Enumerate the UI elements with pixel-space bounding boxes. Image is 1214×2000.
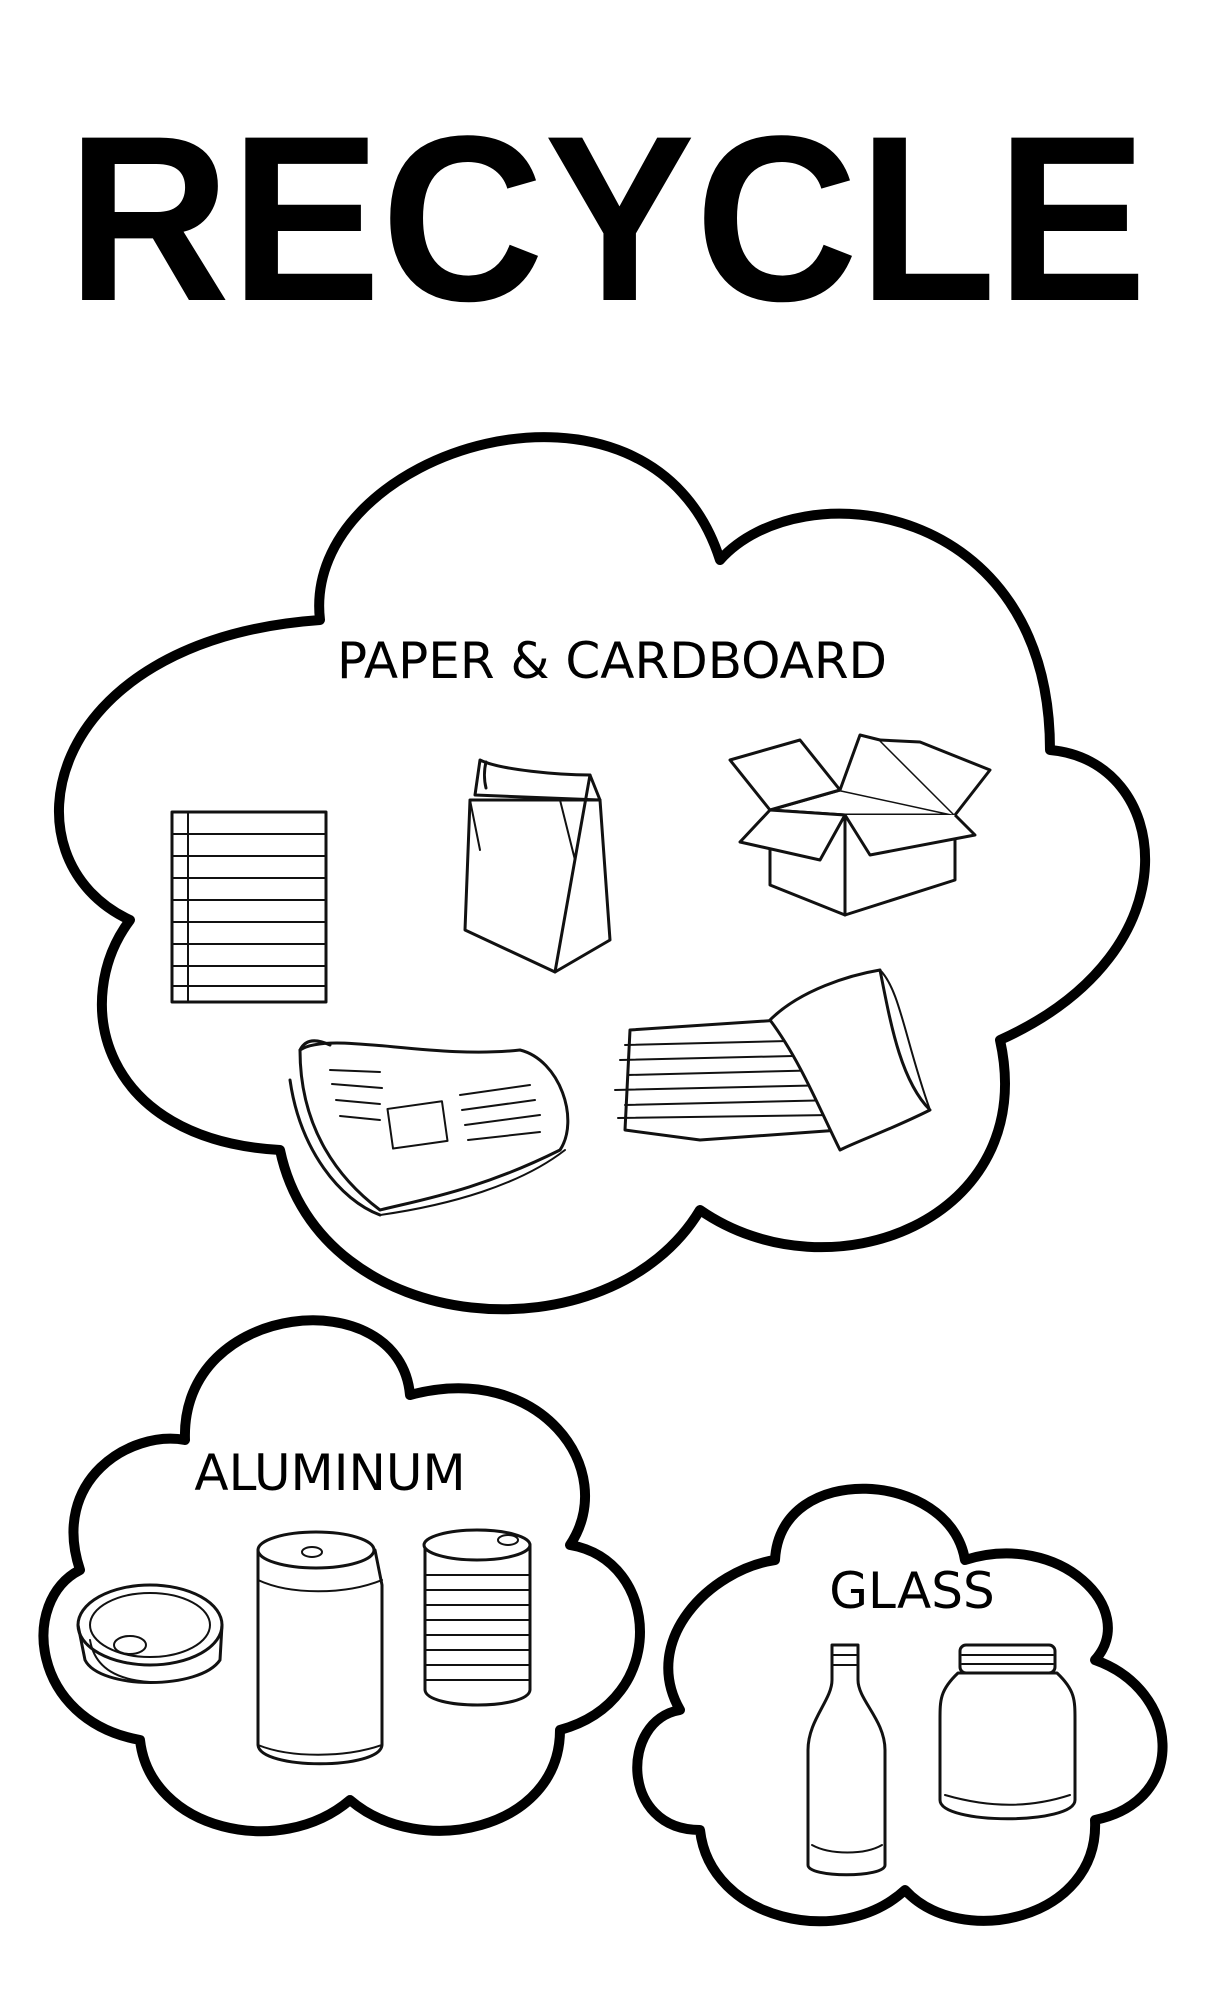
glass-cloud-outline (632, 1483, 1168, 1927)
tuna-can-icon (76, 1583, 224, 1684)
glass-bottle-icon (806, 1643, 887, 1877)
glass-jar-icon (938, 1643, 1077, 1821)
glass-category-label: GLASS (829, 1562, 994, 1620)
newspaper-icon (288, 1039, 570, 1217)
aluminum-category-label: ALUMINUM (194, 1444, 465, 1502)
soda-can-icon (256, 1530, 384, 1766)
glass-cloud: GLASS (632, 1483, 1168, 1927)
page-title: RECYCLE (67, 87, 1147, 351)
tin-can-icon (422, 1528, 532, 1707)
cardboard-box-icon (728, 733, 992, 917)
paper-category-label: PAPER & CARDBOARD (337, 632, 887, 690)
paper-bag-icon (463, 758, 612, 974)
paper-cloud: PAPER & CARDBOARD (54, 432, 1150, 1315)
paper-stack-icon (614, 968, 932, 1152)
aluminum-cloud: ALUMINUM (38, 1315, 645, 1837)
lined-paper-icon (170, 810, 328, 1004)
